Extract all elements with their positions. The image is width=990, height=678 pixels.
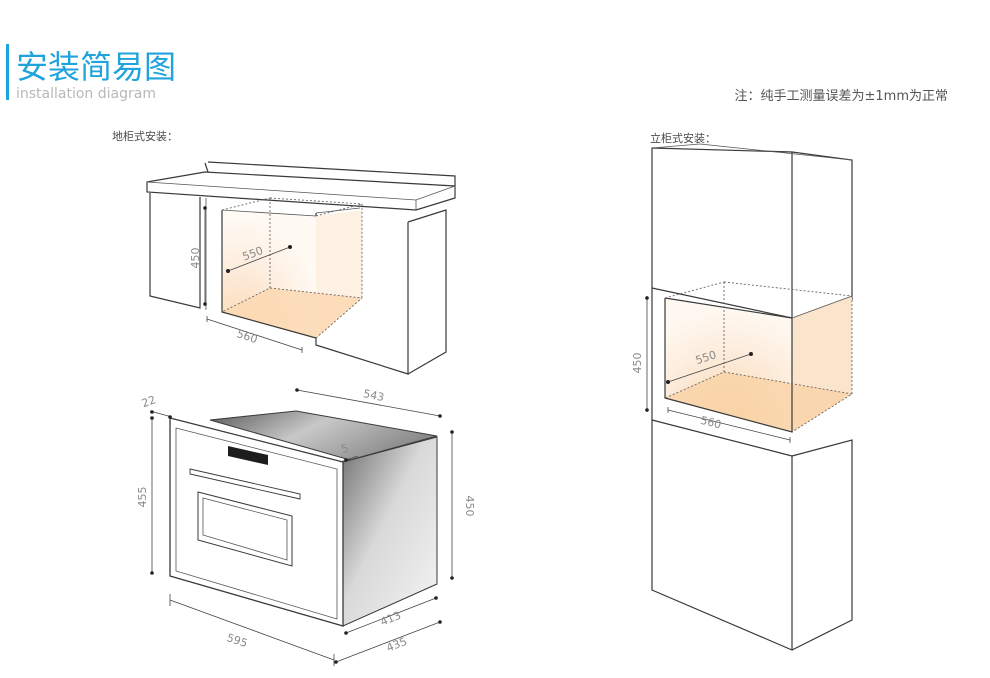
measurement-note: 注：纯手工测量误差为±1mm为正常 — [735, 89, 949, 104]
tall-cabinet-diagram: 立柜式安装： 450 — [631, 131, 853, 651]
tall-depth-dimension: 550 — [666, 348, 753, 384]
oven-front-height-dimension: 455 — [136, 416, 154, 575]
oven-side-panel — [342, 436, 438, 627]
base-width-value: 560 — [235, 327, 259, 346]
tall-width-dimension: 560 — [667, 407, 791, 443]
oven-outer-width-value: 435 — [385, 635, 409, 655]
oven-depth-dimension: 543 — [295, 387, 442, 418]
oven-lip-dimension: 5 — [339, 441, 359, 463]
oven-panel-offset-dimension: 22 — [140, 393, 173, 419]
oven-top-surface — [209, 410, 438, 461]
page-title: 安装简易图 — [16, 48, 176, 86]
oven-lip-value: 5 — [339, 441, 350, 456]
base-cavity — [221, 197, 363, 339]
base-height-dimension: 450 — [189, 206, 207, 306]
base-height-value: 450 — [189, 248, 202, 269]
base-cabinet-label: 地柜式安装： — [112, 129, 178, 143]
base-width-dimension: 560 — [206, 316, 303, 353]
oven-inner-width-value: 413 — [379, 609, 403, 629]
oven-body-height-value: 450 — [463, 496, 476, 517]
oven-control-panel — [228, 446, 268, 465]
base-cabinet-diagram: 地柜式安装： — [112, 129, 456, 375]
page-subtitle: installation diagram — [16, 86, 156, 102]
tall-depth-value: 550 — [694, 348, 718, 367]
oven-depth-value: 543 — [362, 387, 385, 404]
oven-window — [197, 491, 293, 567]
title-accent-bar — [6, 44, 9, 100]
tall-width-value: 560 — [699, 414, 723, 432]
tall-cavity — [651, 281, 853, 433]
tall-height-dimension: 450 — [631, 296, 649, 412]
oven-front-width-value: 595 — [225, 631, 249, 650]
oven-front-width-dimension: 595 — [169, 594, 335, 666]
oven-body-height-dimension: 450 — [450, 430, 476, 580]
oven-panel-offset-value: 22 — [140, 393, 158, 410]
oven-diagram: 22 543 455 5 450 — [136, 387, 476, 666]
tall-height-value: 450 — [631, 353, 644, 374]
tall-cabinet-label: 立柜式安装： — [650, 131, 716, 145]
oven-handle-icon — [189, 468, 301, 500]
oven-front-height-value: 455 — [136, 487, 149, 508]
header: 安装简易图 installation diagram 注：纯手工测量误差为±1m… — [6, 44, 948, 104]
